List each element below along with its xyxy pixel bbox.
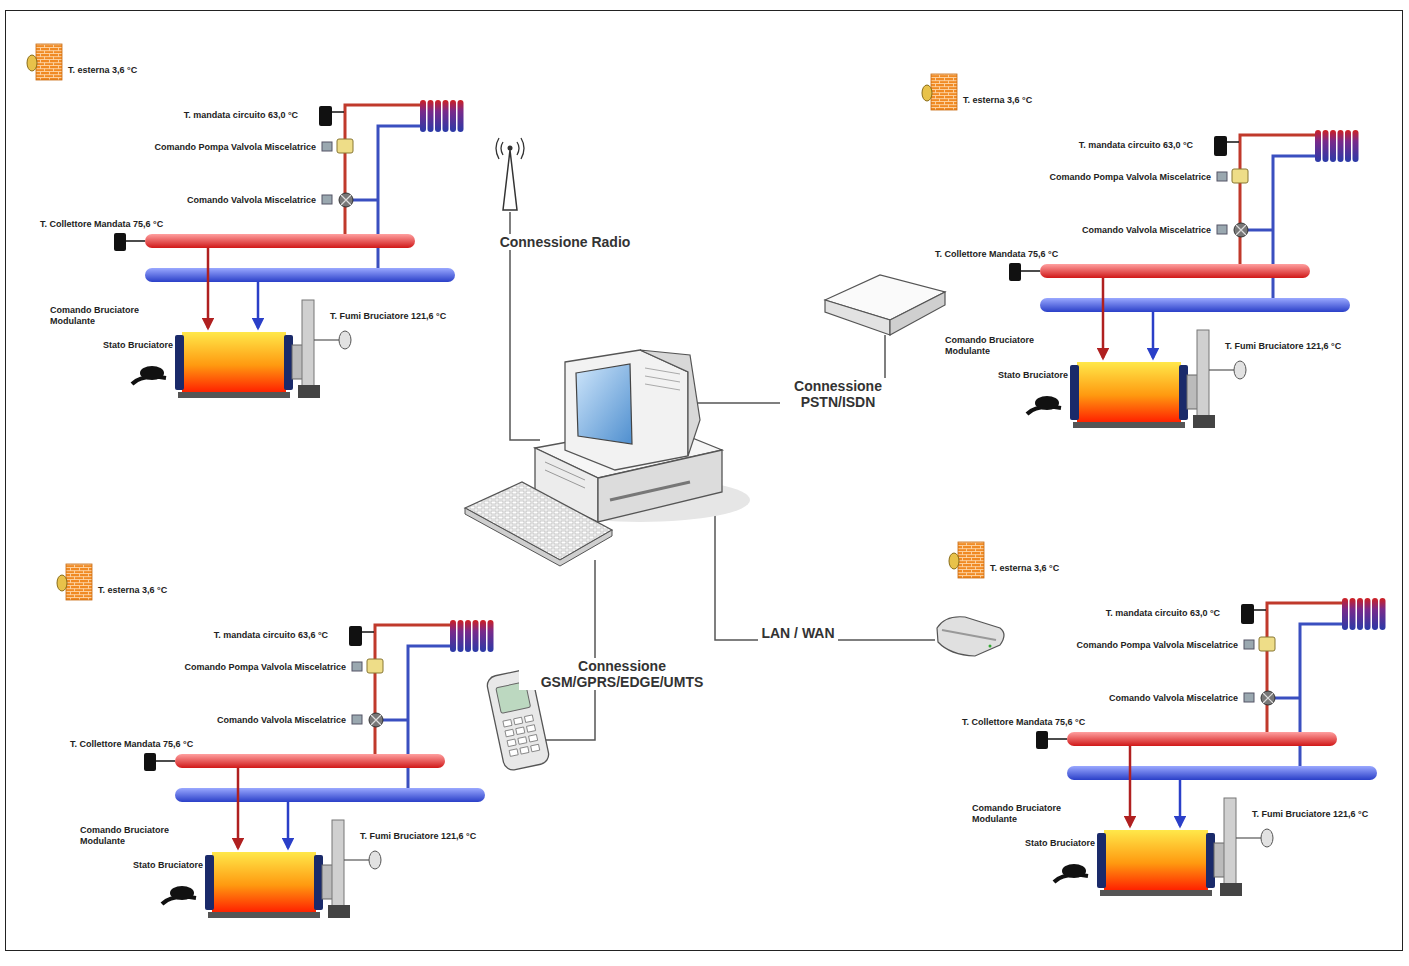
temperature-label: T. Fumi Bruciatore 121,6 °C <box>1223 341 1343 352</box>
temperature-label: T. mandata circuito 63,0 °C <box>182 110 300 121</box>
temperature-label: T. Fumi Bruciatore 121,6 °C <box>358 831 478 842</box>
command-label: Comando Bruciatore Modulante <box>78 825 180 847</box>
command-label: Comando Bruciatore Modulante <box>943 335 1045 357</box>
command-label: Comando Valvola Miscelatrice <box>1080 225 1213 236</box>
connection-label: Connessione Radio <box>497 234 634 250</box>
temperature-label: T. Fumi Bruciatore 121,6 °C <box>328 311 448 322</box>
command-label: Comando Bruciatore Modulante <box>970 803 1072 825</box>
command-label: Comando Pompa Valvola Miscelatrice <box>1074 640 1240 651</box>
command-label: Comando Pompa Valvola Miscelatrice <box>1047 172 1213 183</box>
temperature-label: T. Collettore Mandata 75,6 °C <box>68 739 195 750</box>
command-label: Comando Bruciatore Modulante <box>48 305 150 327</box>
status-label: Stato Bruciatore <box>1023 838 1097 849</box>
temperature-label: T. esterna 3,6 °C <box>988 563 1061 574</box>
temperature-label: T. Collettore Mandata 75,6 °C <box>960 717 1087 728</box>
temperature-label: T. mandata circuito 63,6 °C <box>212 630 330 641</box>
connection-label: Connessione PSTN/ISDN <box>780 378 896 410</box>
status-label: Stato Bruciatore <box>996 370 1070 381</box>
temperature-label: T. esterna 3,6 °C <box>96 585 169 596</box>
command-label: Comando Pompa Valvola Miscelatrice <box>182 662 348 673</box>
status-label: Stato Bruciatore <box>131 860 205 871</box>
temperature-label: T. Collettore Mandata 75,6 °C <box>38 219 165 230</box>
temperature-label: T. esterna 3,6 °C <box>66 65 139 76</box>
command-label: Comando Valvola Miscelatrice <box>185 195 318 206</box>
command-label: Comando Valvola Miscelatrice <box>1107 693 1240 704</box>
temperature-label: T. esterna 3,6 °C <box>961 95 1034 106</box>
temperature-label: T. mandata circuito 63,0 °C <box>1104 608 1222 619</box>
connection-label: LAN / WAN <box>758 625 837 641</box>
temperature-label: T. mandata circuito 63,0 °C <box>1077 140 1195 151</box>
temperature-label: T. Fumi Bruciatore 121,6 °C <box>1250 809 1370 820</box>
command-label: Comando Pompa Valvola Miscelatrice <box>152 142 318 153</box>
temperature-label: T. Collettore Mandata 75,6 °C <box>933 249 1060 260</box>
status-label: Stato Bruciatore <box>101 340 175 351</box>
connection-label: Connessione GSM/GPRS/EDGE/UMTS <box>519 658 725 690</box>
command-label: Comando Valvola Miscelatrice <box>215 715 348 726</box>
